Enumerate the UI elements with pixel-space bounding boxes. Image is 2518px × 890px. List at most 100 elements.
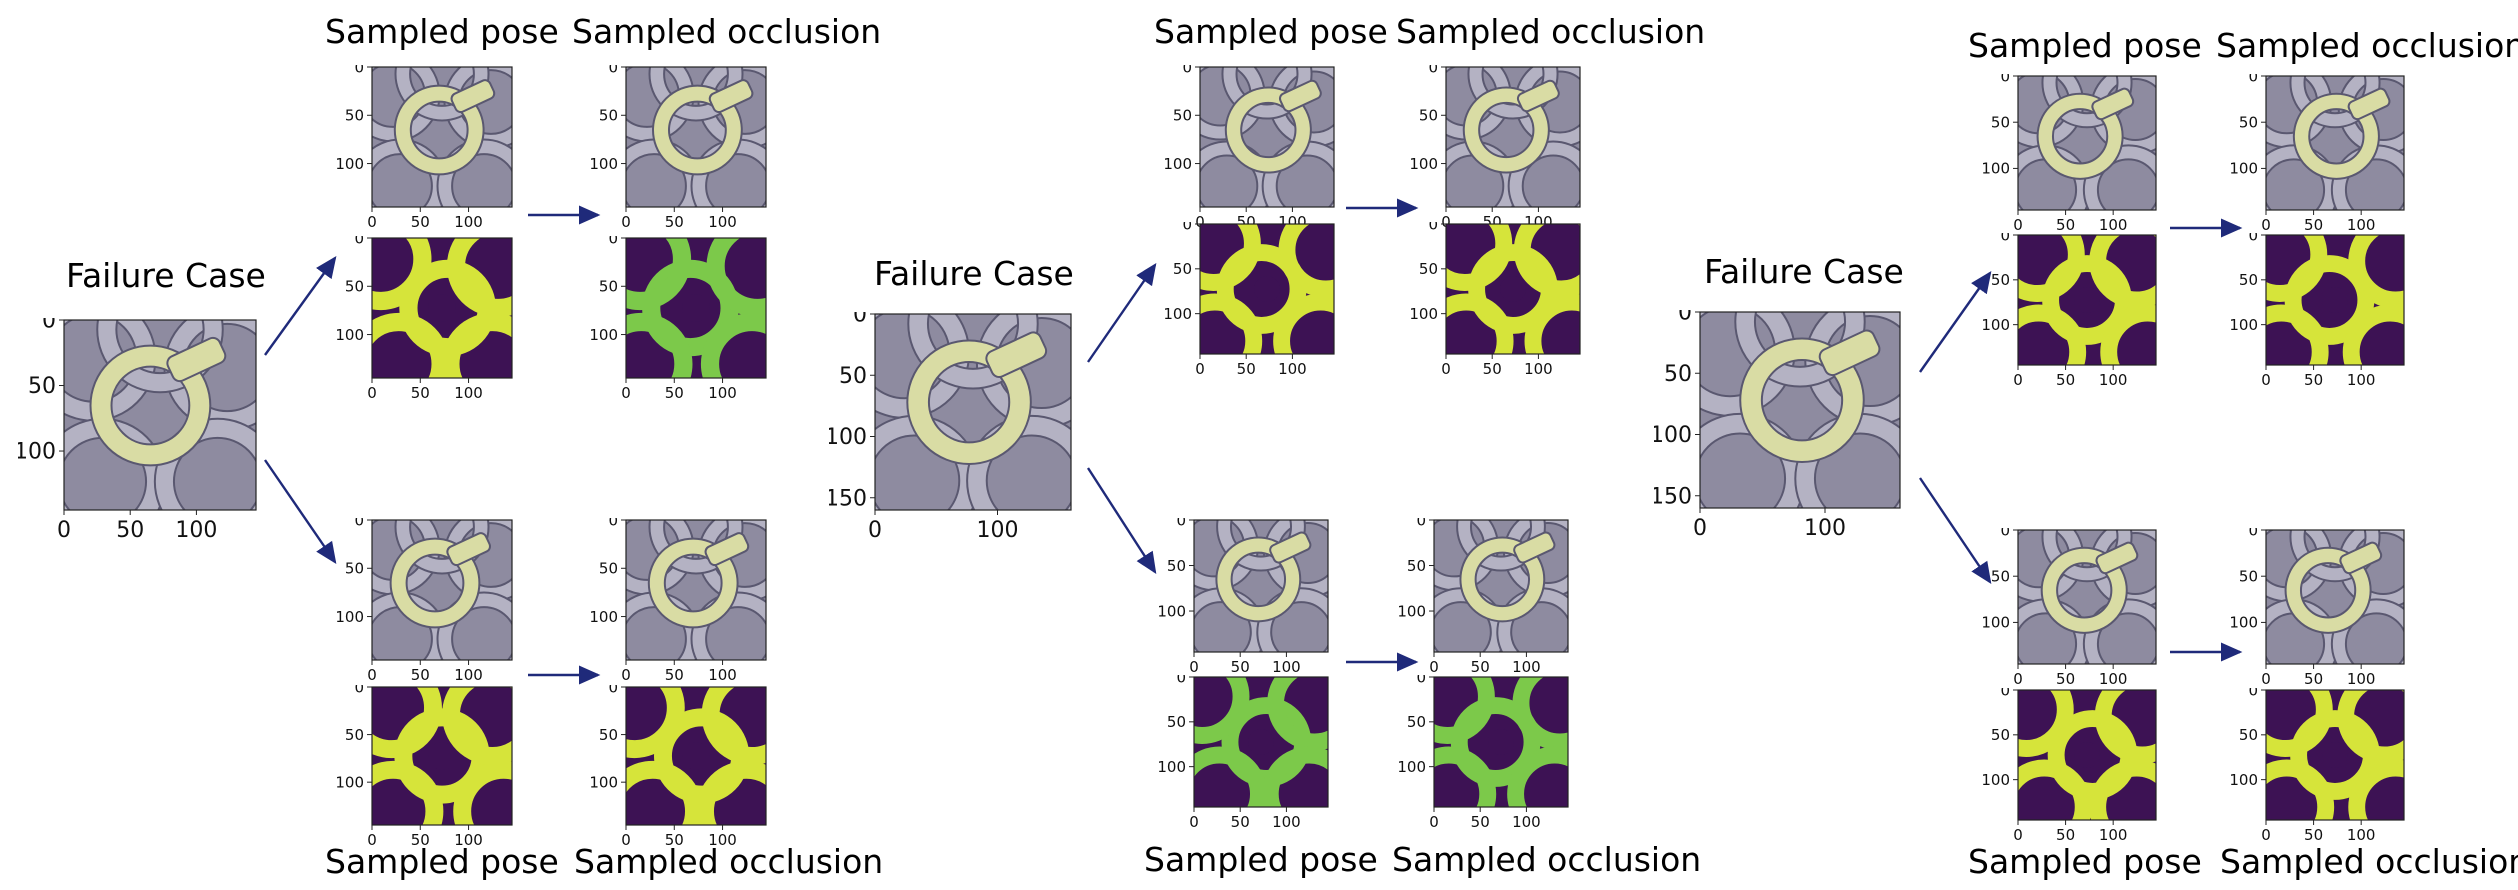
- target-ring: [908, 341, 1030, 463]
- axes-frame: [874, 313, 1072, 511]
- y-tick-label: 0: [1182, 65, 1192, 76]
- x-tick-label: 50: [665, 384, 684, 402]
- y-tick-label: 0: [608, 685, 618, 696]
- x-tick-label: 50: [2056, 670, 2075, 688]
- mask-region: [2018, 690, 2074, 757]
- failure-case-label: Failure Case: [66, 256, 266, 295]
- mask-region: [1446, 293, 1514, 354]
- target-ring: [1464, 88, 1548, 172]
- bin-ring: [1736, 312, 1864, 386]
- mask-region: [700, 312, 766, 378]
- sampled-pose-label: Sampled pose: [1144, 840, 1378, 879]
- target-ring: [1217, 538, 1300, 621]
- mask-hole: [428, 742, 456, 770]
- bin-ring: [909, 314, 1037, 388]
- y-tick-label: 100: [1409, 305, 1438, 323]
- x-tick-label: 0: [367, 213, 377, 231]
- x-tick-label: 0: [2261, 216, 2271, 234]
- mask-hole: [1488, 729, 1514, 755]
- failure-case-label: Failure Case: [874, 254, 1074, 293]
- y-tick-label: 100: [1163, 155, 1192, 173]
- bin-ring: [2084, 146, 2156, 210]
- mask-region: [2266, 304, 2329, 365]
- mask-hole: [2074, 742, 2100, 768]
- y-tick-label: 0: [2000, 688, 2010, 699]
- target-ring: [2286, 548, 2370, 632]
- mask-region: [696, 760, 766, 825]
- y-tick-label: 100: [18, 440, 56, 465]
- mask-region: [453, 760, 512, 825]
- axes-frame: [371, 237, 513, 379]
- y-tick-label: 0: [2248, 233, 2258, 244]
- y-tick-label: 0: [1416, 675, 1426, 686]
- mask-region: [1267, 677, 1328, 751]
- axes-frame: [2017, 234, 2157, 366]
- bin-ring: [1509, 142, 1580, 207]
- y-tick-label: 100: [1981, 160, 2010, 178]
- y-tick-label: 0: [608, 236, 618, 247]
- x-tick-label: 50: [665, 831, 684, 849]
- y-tick-label: 0: [1416, 518, 1426, 529]
- x-tick-label: 100: [977, 518, 1019, 543]
- mask-region: [1434, 746, 1497, 807]
- axes-frame: [1193, 519, 1329, 653]
- x-tick-label: 50: [411, 384, 430, 402]
- flow-arrow: [1087, 263, 1157, 363]
- target-shank: [704, 532, 750, 566]
- mask-hole: [428, 294, 456, 322]
- mask-region: [626, 238, 692, 311]
- axes-frame: [1433, 519, 1569, 653]
- flow-arrow: [1919, 477, 1992, 584]
- x-tick-label: 0: [1189, 813, 1199, 831]
- x-tick-label: 50: [1483, 360, 1502, 378]
- x-tick-label: 50: [2304, 371, 2323, 389]
- axes-frame: [371, 66, 513, 208]
- x-tick-label: 0: [367, 831, 377, 849]
- y-tick-label: 100: [589, 326, 618, 344]
- x-tick-label: 50: [1231, 658, 1250, 676]
- y-tick-label: 50: [2239, 567, 2258, 585]
- mask-region: [2094, 690, 2156, 764]
- mask-hole: [682, 294, 710, 322]
- x-tick-label: 50: [2056, 371, 2075, 389]
- x-tick-label: 0: [1693, 516, 1707, 541]
- x-tick-label: 50: [1471, 813, 1490, 831]
- y-tick-label: 50: [2239, 726, 2258, 744]
- y-tick-label: 0: [354, 685, 364, 696]
- x-tick-label: 0: [1195, 213, 1205, 231]
- x-tick-label: 100: [1272, 658, 1301, 676]
- bin-ring: [1458, 520, 1544, 570]
- target-shank: [1818, 329, 1881, 377]
- mask-region: [2266, 690, 2333, 757]
- x-tick-label: 0: [2013, 371, 2023, 389]
- mask-hole: [2074, 287, 2100, 313]
- mask-region: [701, 687, 766, 765]
- y-tick-label: 100: [1654, 423, 1692, 448]
- y-tick-label: 50: [1664, 362, 1692, 387]
- target-shank: [708, 79, 754, 113]
- y-tick-label: 0: [354, 236, 364, 247]
- target-ring: [1741, 339, 1863, 461]
- axes-frame: [625, 519, 767, 661]
- x-tick-label: 50: [116, 518, 144, 543]
- x-tick-label: 0: [1441, 213, 1451, 231]
- bin-ring: [2291, 530, 2379, 581]
- y-tick-label: 0: [2248, 688, 2258, 699]
- sampled-occlusion-label: Sampled occlusion: [574, 842, 884, 881]
- mask-region: [2348, 759, 2404, 820]
- x-tick-label: 100: [708, 213, 737, 231]
- y-tick-label: 0: [1678, 310, 1692, 326]
- axes-frame: [2017, 689, 2157, 821]
